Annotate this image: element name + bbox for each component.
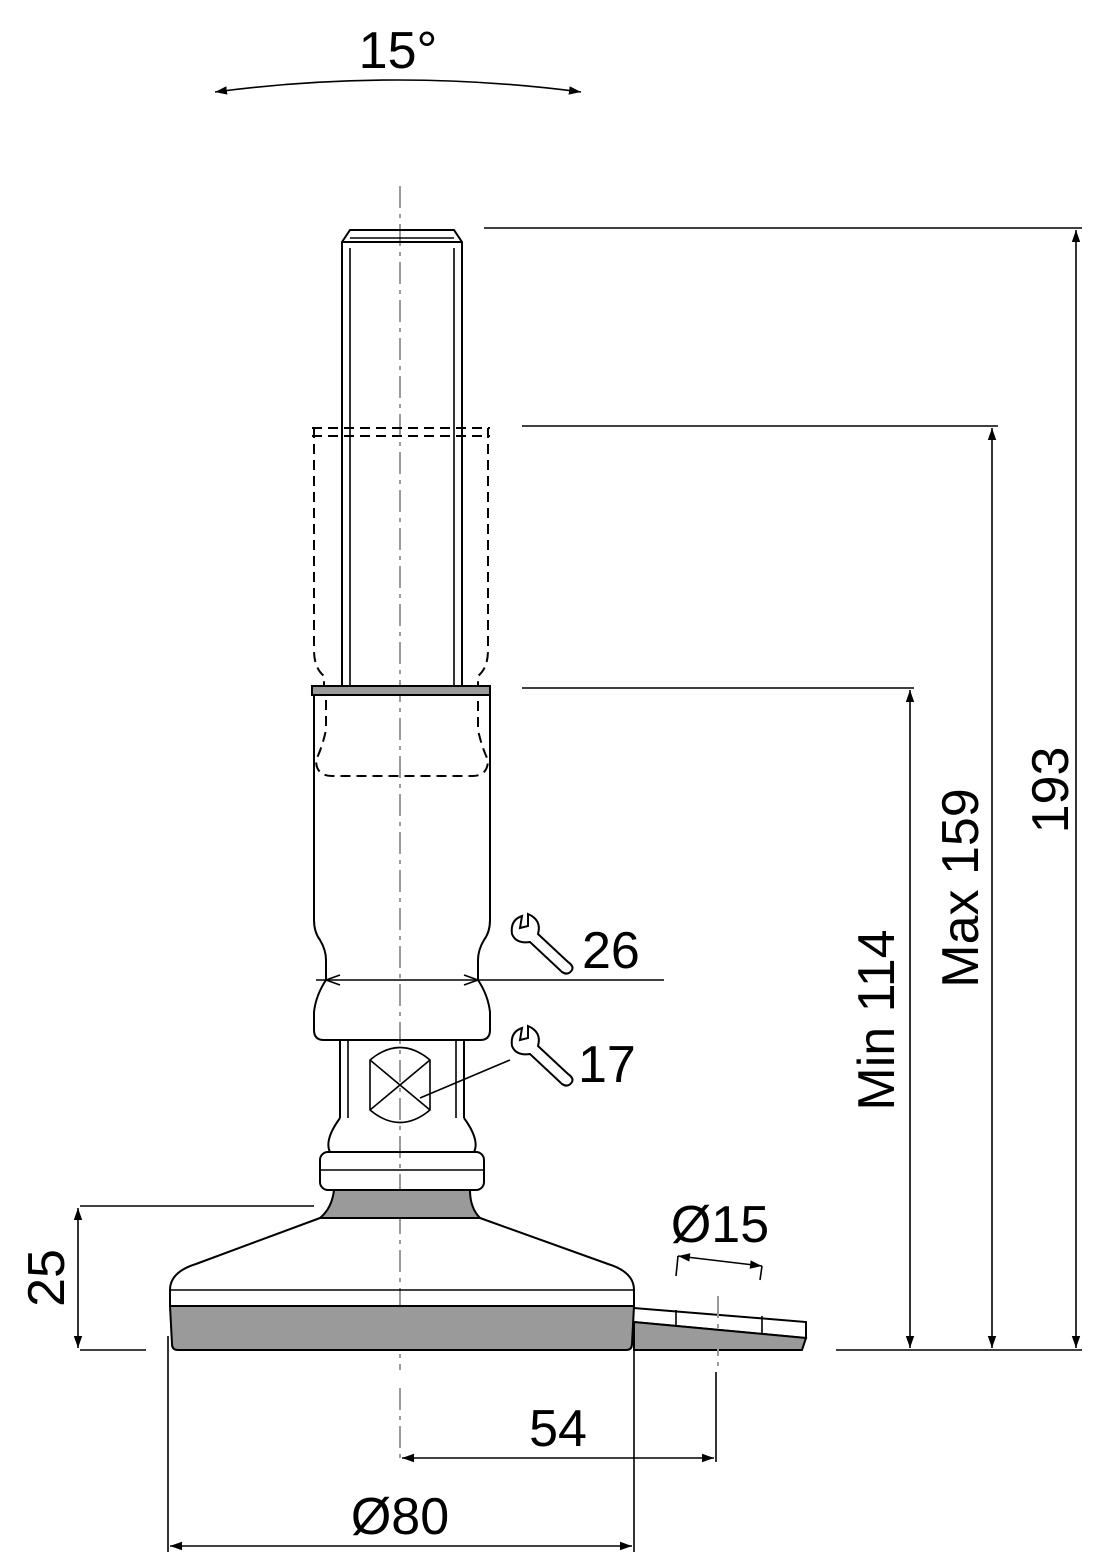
hole-diameter-label: Ø15 — [671, 1196, 769, 1254]
tilt-angle-label: 15° — [359, 22, 438, 80]
tilt-angle-dimension: 15° — [214, 22, 582, 95]
wrench-26-callout: 26 — [510, 912, 640, 980]
hole-offset-dimension: 54 — [402, 1372, 717, 1463]
hole-diameter-dimension: Ø15 — [671, 1196, 769, 1281]
base-diameter-dimension: Ø80 — [167, 1336, 635, 1552]
threaded-stud — [341, 229, 463, 688]
wrench-icon — [510, 1024, 574, 1087]
hole-offset-label: 54 — [529, 1400, 587, 1458]
max-height-dimension: Max 159 — [932, 428, 997, 1348]
total-height-dimension: 193 — [1022, 230, 1081, 1348]
wrench-icon — [510, 912, 574, 975]
total-height-label: 193 — [1022, 747, 1080, 834]
base-assembly — [168, 1151, 808, 1370]
base-height-dimension: 25 — [18, 1208, 83, 1348]
wrench-17-label: 17 — [578, 1036, 636, 1094]
max-height-label: Max 159 — [932, 788, 990, 987]
wrench-17-callout: 17 — [510, 1024, 636, 1094]
base-diameter-label: Ø80 — [351, 1488, 449, 1546]
sleeve-extended-outline — [312, 427, 490, 777]
base-height-label: 25 — [18, 1249, 76, 1307]
hex-nut — [327, 1040, 511, 1153]
wrench-26-label: 26 — [582, 922, 640, 980]
min-height-label: Min 114 — [848, 929, 906, 1110]
min-height-dimension: Min 114 — [848, 690, 915, 1348]
sleeve-body — [311, 685, 664, 1041]
